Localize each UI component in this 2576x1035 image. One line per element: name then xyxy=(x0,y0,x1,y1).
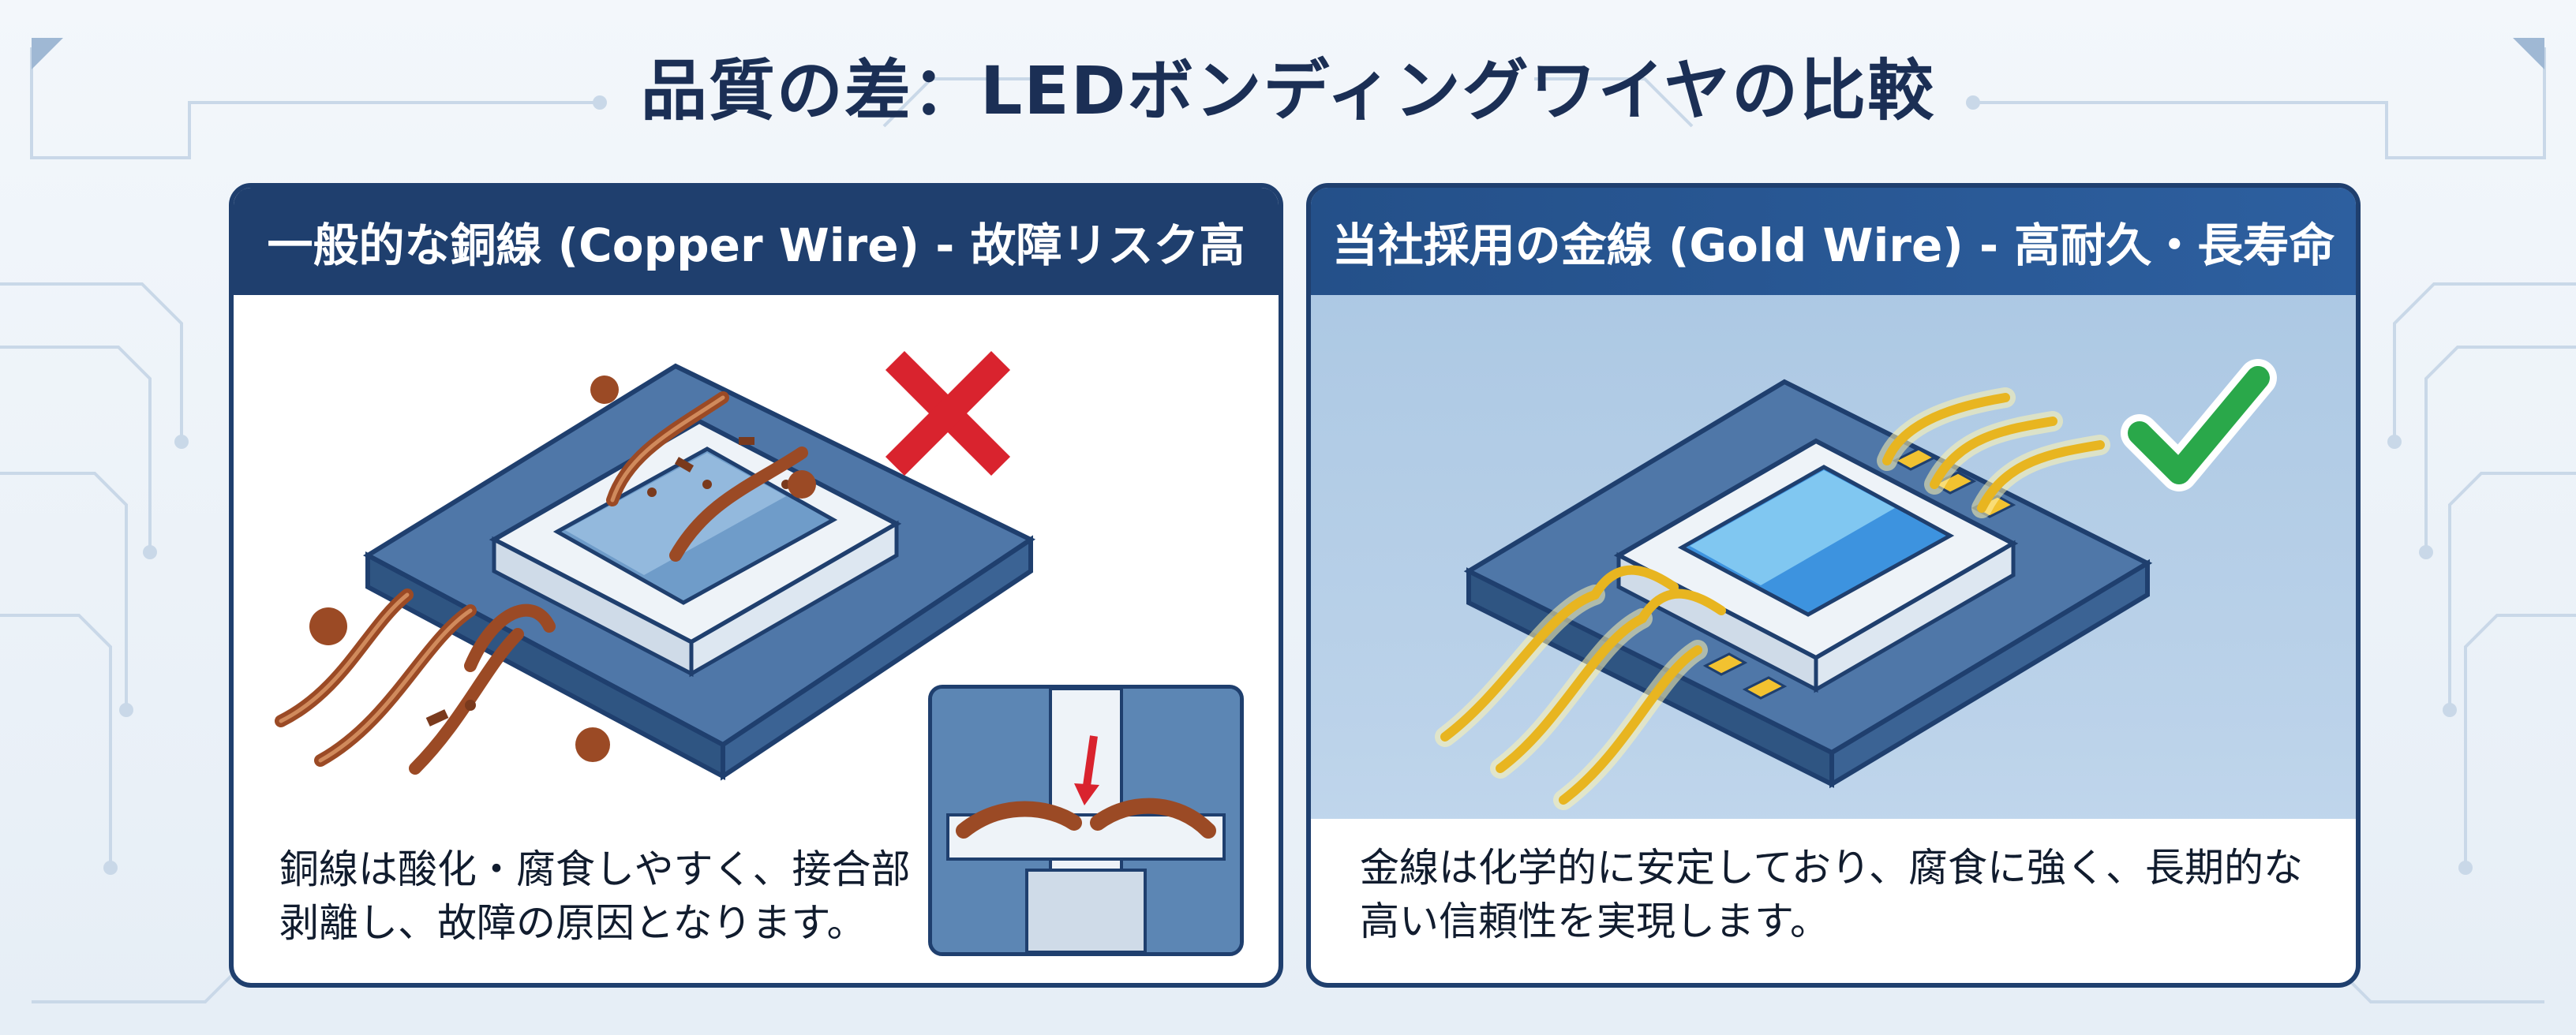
corrosion-icon xyxy=(309,376,816,762)
gold-wires xyxy=(1440,393,2105,805)
gold-caption-line1: 金線は化学的に安定しており、腐食に強く、長期的な xyxy=(1360,845,2303,891)
copper-caption: 銅線は酸化・腐食しやすく、接合部 剥離し、故障の原因となります。 xyxy=(279,843,911,950)
gold-wire-panel: 当社採用の金線 (Gold Wire) - 高耐久・長寿命 xyxy=(1306,183,2361,988)
check-icon xyxy=(2121,359,2277,491)
copper-caption-line2: 剥離し、故障の原因となります。 xyxy=(279,900,867,946)
copper-caption-line1: 銅線は酸化・腐食しやすく、接合部 xyxy=(279,846,911,892)
gold-led-illustration xyxy=(1435,359,2277,810)
copper-panel-header: 一般的な銅線 (Copper Wire) - 故障リスク高 xyxy=(234,188,1279,295)
bond-break-detail xyxy=(928,685,1244,956)
gold-panel-header: 当社採用の金線 (Gold Wire) - 高耐久・長寿命 xyxy=(1311,188,2356,295)
cross-icon xyxy=(885,350,1011,476)
arrow-icon xyxy=(1082,735,1098,792)
gold-caption-band xyxy=(1311,819,2356,983)
copper-wire-panel: 一般的な銅線 (Copper Wire) - 故障リスク高 xyxy=(229,183,1283,988)
page-title: 品質の差：LEDボンディングワイヤの比較 xyxy=(640,52,1936,129)
gold-caption: 金線は化学的に安定しており、腐食に強く、長期的な 高い信頼性を実現します。 xyxy=(1360,841,2303,948)
copper-led-illustration xyxy=(275,350,1036,781)
gold-caption-line2: 高い信頼性を実現します。 xyxy=(1360,899,1829,944)
